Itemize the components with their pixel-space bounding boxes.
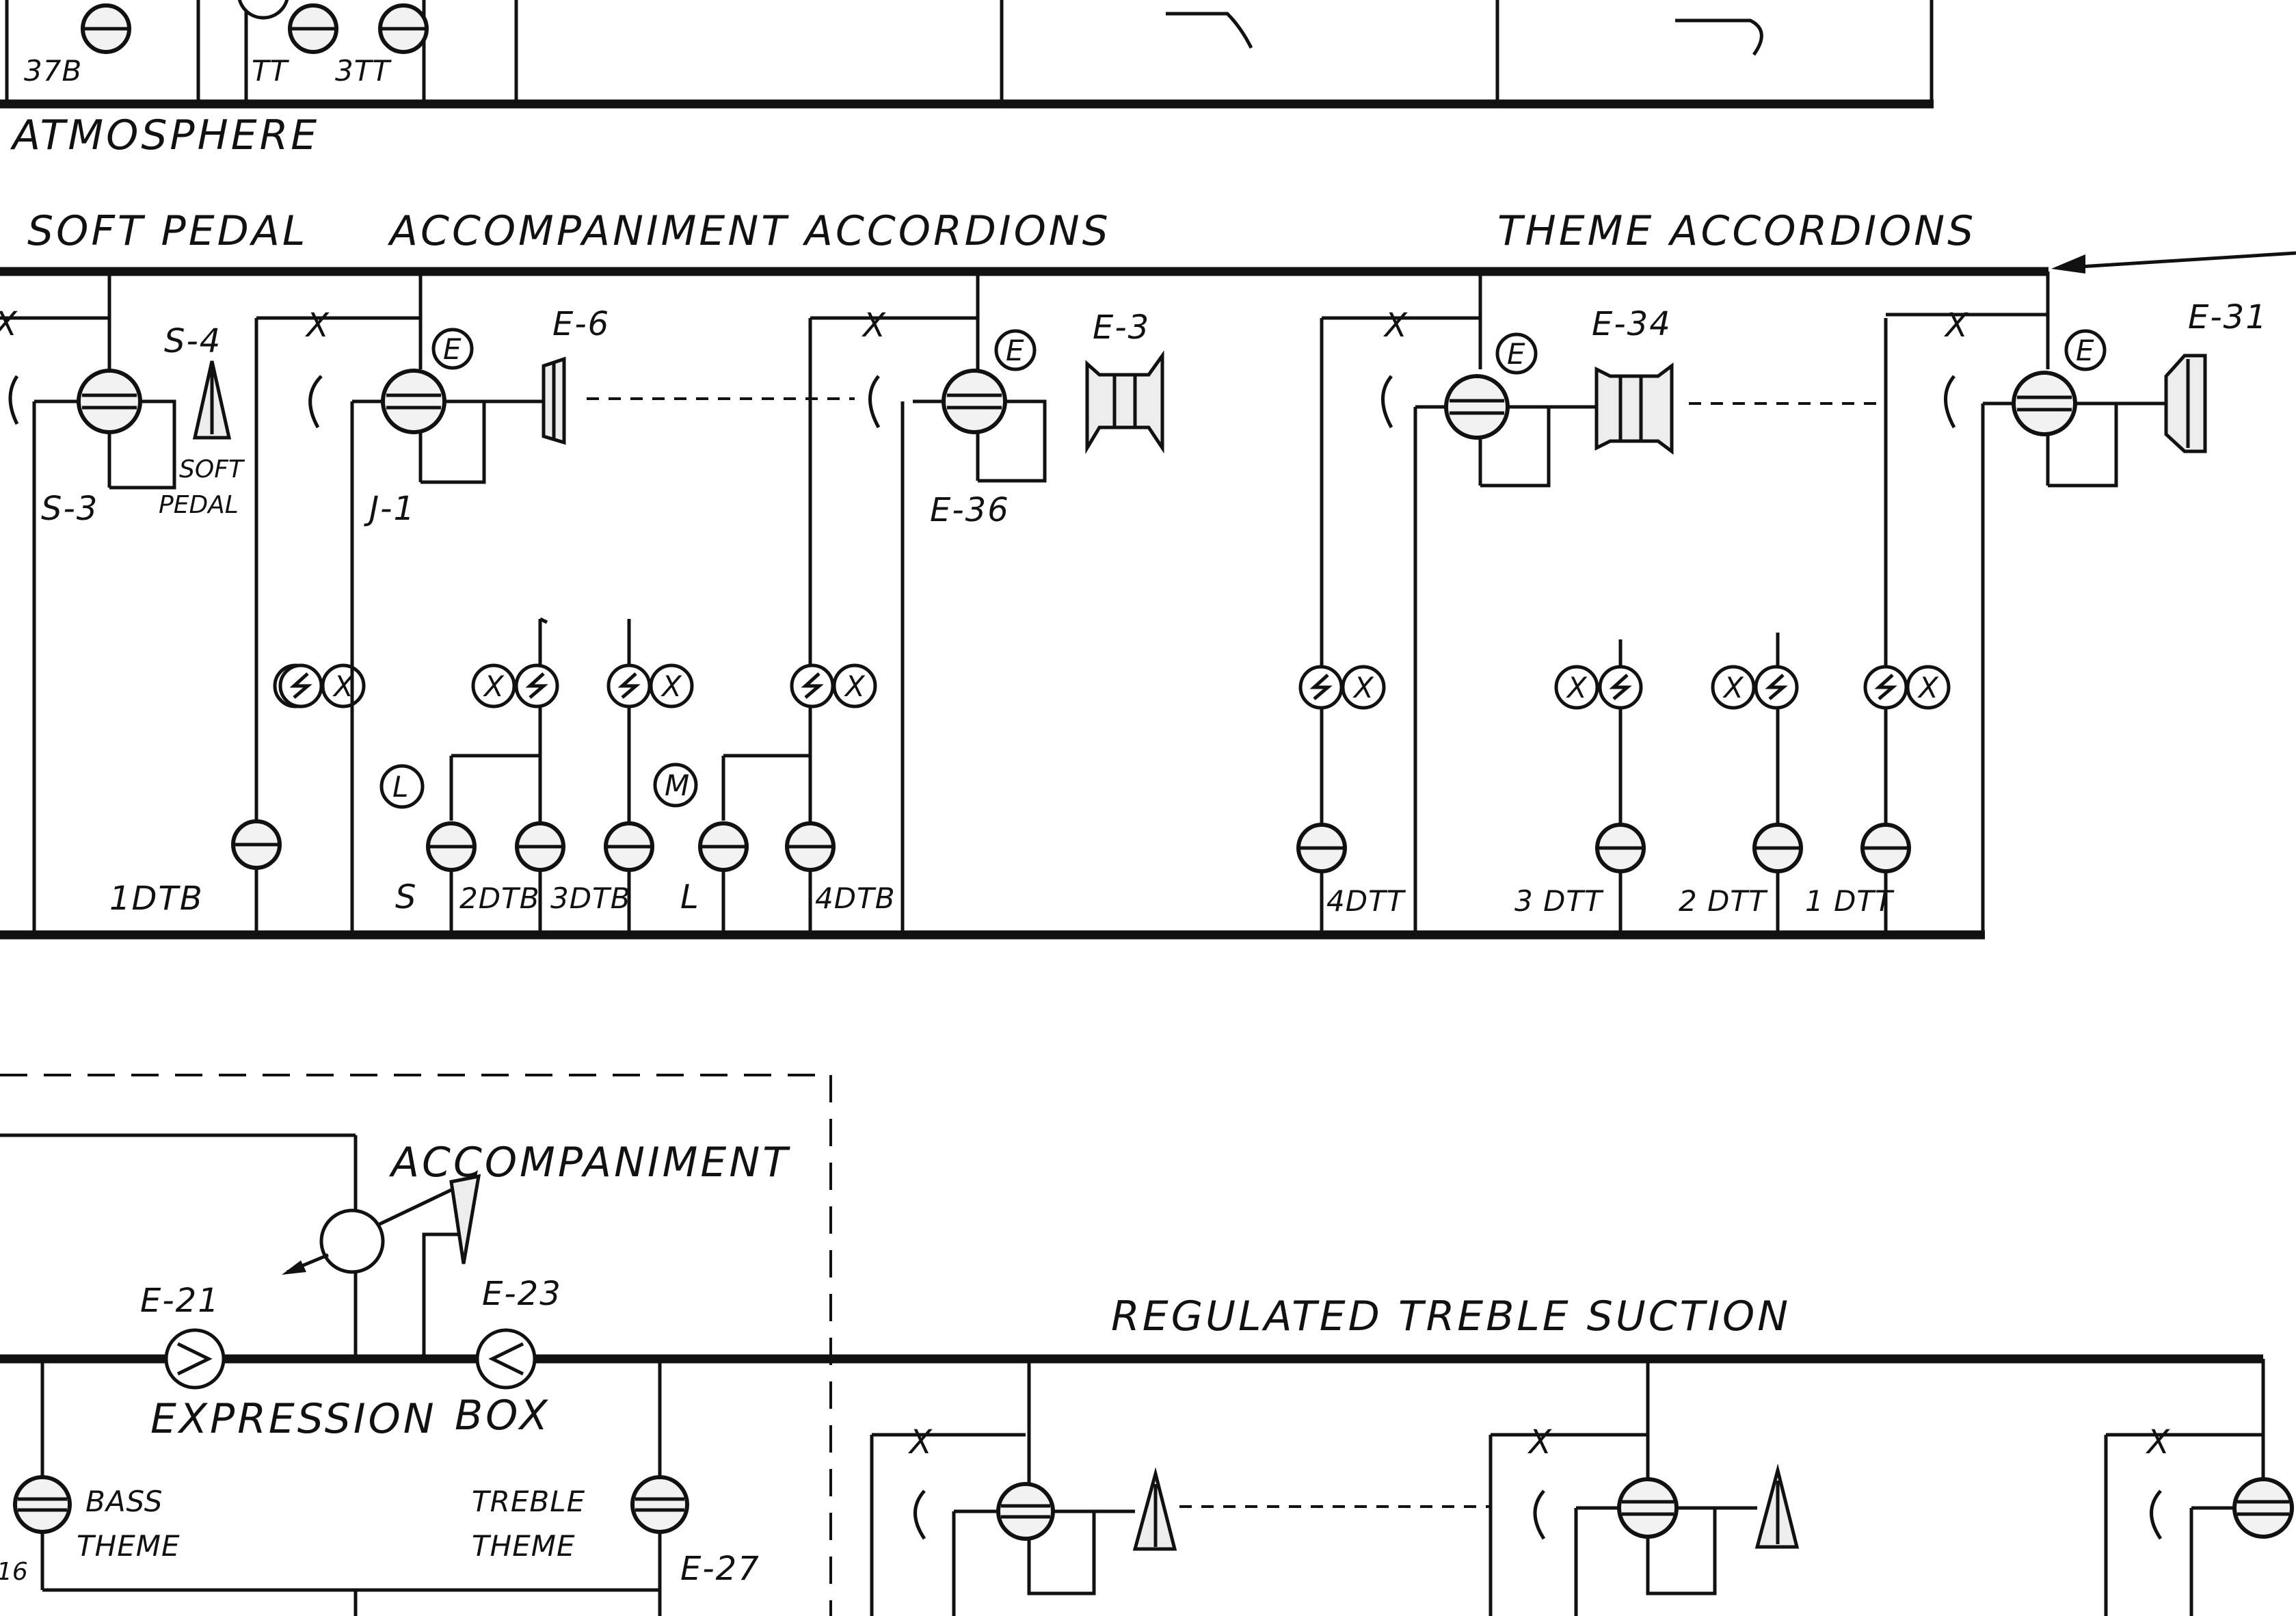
svg-text:E: E: [1507, 337, 1526, 371]
tracker-s: S: [395, 878, 417, 916]
accordion-e31: [2164, 354, 2207, 453]
treble-theme-label-1: TREBLE: [472, 1485, 585, 1518]
soft-pedal-heading: SOFT PEDAL: [27, 207, 308, 255]
m-mark: M: [665, 769, 690, 802]
accordion-e34: [1594, 362, 1674, 455]
tracker-1dtb: 1DTB: [109, 879, 204, 918]
label-e23: E-23: [482, 1275, 562, 1313]
svg-text:X: X: [1352, 671, 1374, 704]
svg-text:X: X: [1527, 1423, 1553, 1461]
e-mark: E: [443, 332, 462, 366]
valve-e34: [1444, 374, 1510, 440]
label-e27: E-27: [680, 1550, 760, 1588]
svg-text:X: X: [483, 670, 505, 703]
middle-section: X S-4 S-3 SOFT PEDAL X X 1DTB: [0, 251, 2296, 940]
tracker-l: L: [680, 878, 700, 916]
svg-text:E: E: [2076, 334, 2095, 367]
valve-e36: [942, 369, 1007, 434]
x-valve-icon: [649, 663, 694, 708]
top-fragment: 37B TT 3TT ATMOSPHERE: [0, 0, 1934, 159]
accompaniment-accordions-heading: ACCOMPANIMENT ACCORDIONS: [387, 207, 1111, 255]
svg-text:X: X: [1722, 671, 1744, 704]
label-e21: E-21: [140, 1282, 220, 1320]
treble-suction-valve: [996, 1482, 1055, 1541]
tracker-4dtb: 4DTB: [815, 882, 896, 915]
treble-theme-valve: [630, 1475, 689, 1534]
treble-theme-label-2: THEME: [472, 1529, 576, 1563]
atmosphere-label: ATMOSPHERE: [10, 111, 319, 159]
label-e3: E-3: [1093, 308, 1150, 347]
label-16: 16: [0, 1558, 28, 1586]
expression-label: EXPRESSION: [150, 1395, 437, 1443]
svg-text:X: X: [1383, 306, 1409, 345]
check-valve-e23: [475, 1328, 537, 1390]
box-label: BOX: [455, 1392, 550, 1440]
x-valve-icon: [1341, 665, 1386, 710]
svg-text:X: X: [2145, 1423, 2171, 1461]
tracker-3dtb: 3DTB: [550, 882, 631, 915]
tracker-1dtt: 1 DTT: [1805, 884, 1895, 918]
arrow-head-icon: [282, 1260, 306, 1275]
tracker-4dtt: 4DTT: [1326, 884, 1406, 918]
tracker-3dtt: 3 DTT: [1514, 884, 1604, 918]
svg-text:X: X: [0, 305, 18, 343]
label-e34: E-34: [1592, 305, 1672, 343]
valve-e31: [2012, 371, 2077, 436]
svg-text:X: X: [844, 670, 866, 703]
accompaniment-valve: [319, 1208, 385, 1274]
l-mark: L: [392, 770, 409, 804]
tracker-2dtt: 2 DTT: [1679, 884, 1768, 918]
treble-suction-valve: [1617, 1477, 1679, 1539]
svg-text:X: X: [1943, 306, 1969, 345]
label-s4: S-4: [164, 322, 222, 360]
svg-text:E: E: [1006, 334, 1025, 367]
arrow-head-icon: [2051, 254, 2085, 274]
bass-theme-label-1: BASS: [85, 1485, 163, 1518]
label-e31: E-31: [2188, 298, 2268, 336]
x-valve-icon: [1906, 665, 1951, 710]
soft-pedal-label-2: PEDAL: [159, 491, 239, 519]
svg-text:X: X: [907, 1423, 933, 1461]
svg-text:X: X: [1566, 671, 1588, 704]
accordion-e3: [1085, 350, 1164, 455]
soft-pedal-label-1: SOFT: [179, 455, 245, 484]
bottom-section: ACCOMPANIMENT E-21 E-23 EXPRESSION BOX R…: [0, 1074, 2294, 1616]
accompaniment-pouch: [449, 1174, 481, 1264]
valve-j1: [381, 369, 446, 434]
svg-text:X: X: [660, 670, 682, 703]
tracker-2dtb: 2DTB: [459, 882, 540, 915]
x-valve-icon: [832, 663, 877, 708]
bass-theme-valve: [13, 1475, 72, 1534]
regulated-treble-suction-label: REGULATED TREBLE SUCTION: [1111, 1293, 1791, 1340]
top-label-tt: TT: [252, 54, 290, 88]
svg-text:X: X: [332, 670, 354, 703]
x-valve-icon: [1711, 665, 1756, 710]
check-valve-e21: [164, 1328, 226, 1390]
theme-accordions-heading: THEME ACCORDIONS: [1497, 207, 1976, 255]
accompaniment-label: ACCOMPANIMENT: [388, 1139, 790, 1187]
top-label-37b: 37B: [24, 54, 82, 88]
label-s3: S-3: [41, 490, 98, 528]
label-j1: J-1: [364, 490, 416, 528]
top-label-3tt: 3TT: [335, 54, 392, 88]
x-valve-icon: [471, 663, 516, 708]
bass-theme-label-2: THEME: [77, 1529, 181, 1563]
valve: [77, 369, 142, 434]
label-e6: E-6: [552, 305, 610, 343]
label-e36: E-36: [930, 491, 1010, 529]
svg-text:X: X: [304, 306, 330, 345]
x-valve-icon: [1554, 665, 1599, 710]
svg-text:X: X: [861, 306, 887, 345]
svg-text:X: X: [1917, 671, 1939, 704]
treble-suction-valve: [2232, 1477, 2294, 1539]
